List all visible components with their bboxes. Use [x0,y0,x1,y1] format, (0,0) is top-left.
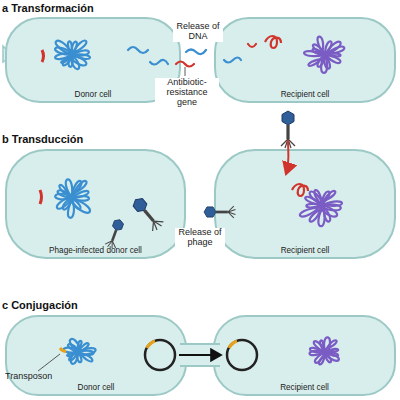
plasmid-gene [147,341,155,348]
gene-segment [42,50,44,62]
donor-cell-shape [6,150,185,258]
chromosome-loop [72,50,89,56]
donor-cell-shape [6,316,186,395]
chromosome-loop [319,201,342,206]
integrated-gene [265,36,281,48]
callout-label: Transposon [5,372,52,382]
cell-label: Donor cell [6,383,186,392]
chromosome-loop [324,349,339,352]
injected-dna [286,140,289,174]
phage [204,206,235,218]
chromosomes [40,37,344,365]
gene-segment [60,348,66,351]
cell-label: Phage-infected donor cell [6,246,185,255]
cell-label: Donor cell [6,90,180,99]
cell: Donor cell [6,316,186,395]
cell: Recipient cell [215,18,395,102]
process-label: Release of DNA [173,22,223,42]
plasmid [227,340,257,370]
plasmid [145,340,175,370]
cell: Donor cell [6,18,180,102]
chromosome-loop [69,191,88,199]
cell-label: Recipient cell [215,246,395,255]
recipient-cell-shape [215,18,395,102]
cell-label: Recipient cell [215,90,395,99]
gene-segment [40,190,42,204]
leader-line [38,354,60,371]
panel-title: c Conjugación [2,299,78,311]
recipient-cell-shape [214,316,395,395]
process-label: Release of phage [175,228,225,248]
bridge-outline [180,344,220,366]
integrated-gene [292,184,308,196]
conjugation-bridge [178,344,222,366]
phage [105,218,126,250]
transfer-arrow [179,354,221,356]
cell-label: Recipient cell [214,383,395,392]
leader-line [185,67,186,76]
cell: Recipient cell [215,150,395,258]
cell: Recipient cell [214,316,395,395]
plasmid-gene [229,341,237,348]
chromosome-loop [318,37,325,55]
recipient-cell-shape [215,150,395,258]
chromosome-loop [323,41,332,58]
donor-cell-shape [6,18,180,102]
callout-label: Antibiotic-resistance gene [155,78,219,108]
phage [130,195,165,232]
panel-title: b Transducción [2,133,83,145]
chromosome-loop [325,47,344,55]
dna-fragments [128,44,256,67]
cell: Phage-infected donor cell [6,150,185,258]
panel-title: a Transformación [2,2,94,14]
chromosome-loop [77,348,95,355]
